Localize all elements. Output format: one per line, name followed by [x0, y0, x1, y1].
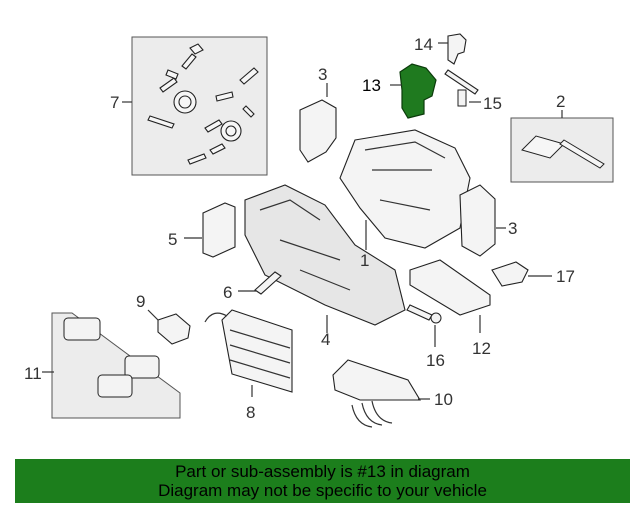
- part-7-kit: [131, 36, 268, 176]
- part-1-case: [339, 129, 471, 249]
- callout-9: 9: [136, 292, 145, 311]
- callout-17: 17: [556, 267, 575, 286]
- part-10-heater: [332, 359, 421, 401]
- part-13-highlighted: [399, 63, 437, 119]
- callout-13: 13: [362, 76, 381, 95]
- callout-3-right: 3: [508, 219, 517, 238]
- callout-11: 11: [24, 364, 42, 383]
- callout-10: 10: [434, 390, 453, 409]
- part-3-upper: [299, 99, 337, 163]
- banner-line-1: Part or sub-assembly is #13 in diagram: [175, 462, 470, 481]
- part-6-bracket: [254, 271, 282, 295]
- part-2-box: [510, 117, 614, 183]
- callout-8: 8: [246, 403, 255, 422]
- part-11-panel-kit: [51, 312, 181, 419]
- part-8-core: [221, 309, 293, 393]
- leader-lines: [42, 42, 563, 400]
- callout-15: 15: [483, 94, 502, 113]
- callout-3-upper: 3: [318, 65, 327, 84]
- callout-12: 12: [472, 339, 491, 358]
- callout-5: 5: [168, 230, 177, 249]
- callout-7: 7: [110, 93, 119, 112]
- part-17-sensor: [491, 261, 529, 287]
- info-banner: Part or sub-assembly is #13 in diagram D…: [15, 459, 630, 503]
- part-15-rod: [444, 69, 479, 95]
- part-12-duct: [409, 259, 491, 316]
- banner-line-2: Diagram may not be specific to your vehi…: [158, 481, 487, 500]
- callout-1: 1: [360, 251, 369, 270]
- callout-6: 6: [223, 283, 232, 302]
- part-16-screw: [406, 304, 433, 321]
- callout-14: 14: [414, 35, 433, 54]
- part-9-actuator: [157, 313, 191, 345]
- part-14-clip: [447, 33, 467, 65]
- part-5-filter: [202, 202, 236, 258]
- callout-16: 16: [426, 351, 445, 370]
- part-3-right: [459, 184, 496, 257]
- callout-4: 4: [321, 330, 330, 349]
- callout-2: 2: [556, 92, 565, 111]
